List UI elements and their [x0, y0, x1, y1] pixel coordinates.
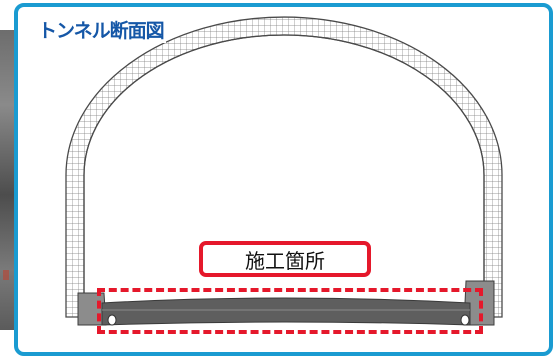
diagram-title: トンネル断面図 — [38, 16, 166, 43]
left-drain-pipe — [107, 314, 117, 326]
road-slab — [101, 297, 471, 326]
diagram-frame: トンネル断面図 施工箇所 — [14, 3, 553, 356]
right-drain-pipe — [460, 314, 470, 326]
work-area-highlight — [97, 288, 483, 334]
adjacent-photo-strip — [0, 30, 14, 330]
tunnel-inner-arch — [83, 34, 485, 307]
work-location-label: 施工箇所 — [199, 241, 371, 277]
tunnel-cross-section-drawing — [65, 16, 503, 326]
